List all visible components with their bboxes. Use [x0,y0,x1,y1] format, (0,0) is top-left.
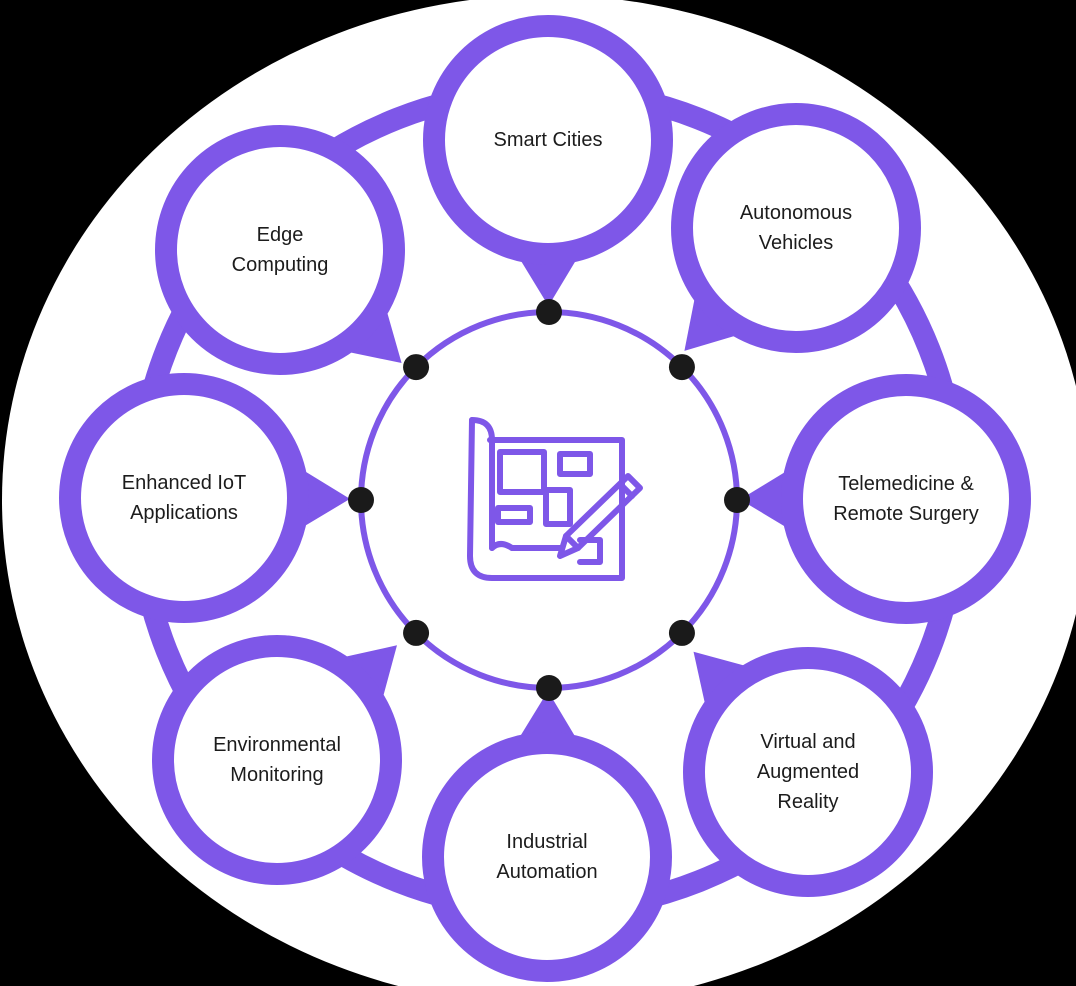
node-ring-virtual-augmented-reality [683,647,933,897]
node-label-industrial-automation: Industrial Automation [496,831,598,883]
hub-dot [668,619,695,646]
hub-dot [403,354,430,381]
node-label-enhanced-iot: Enhanced IoT Applications [121,472,247,524]
hub-dot [403,619,430,646]
hub-dot [536,299,562,325]
hub-dot [668,354,695,381]
node-label-environmental-monitoring: Environmental Monitoring [213,734,341,786]
node-label-autonomous-vehicles: Autonomous Vehicles [739,202,853,254]
hub-dot [348,487,374,513]
node-label-virtual-augmented-reality: Virtual and Augmented Reality [756,731,860,813]
node-label-smart-cities: Smart Cities [493,129,603,151]
node-rings [59,15,1031,982]
node-label-telemedicine: Telemedicine & Remote Surgery [833,473,979,525]
node-ring-edge-computing [155,125,405,375]
hub-dots [348,299,750,701]
node-label-edge-computing: Edge Computing [231,224,329,276]
node-ring-industrial-automation [422,732,672,982]
node-ring-autonomous-vehicles [671,103,921,353]
hub-dot [724,487,750,513]
node-ring-telemedicine [781,374,1031,624]
node-ring-environmental-monitoring [152,635,402,885]
node-ring-enhanced-iot [59,373,309,623]
blueprint-pencil-icon [467,417,643,581]
node-ring-smart-cities [423,15,673,265]
hub-dot [536,675,562,701]
